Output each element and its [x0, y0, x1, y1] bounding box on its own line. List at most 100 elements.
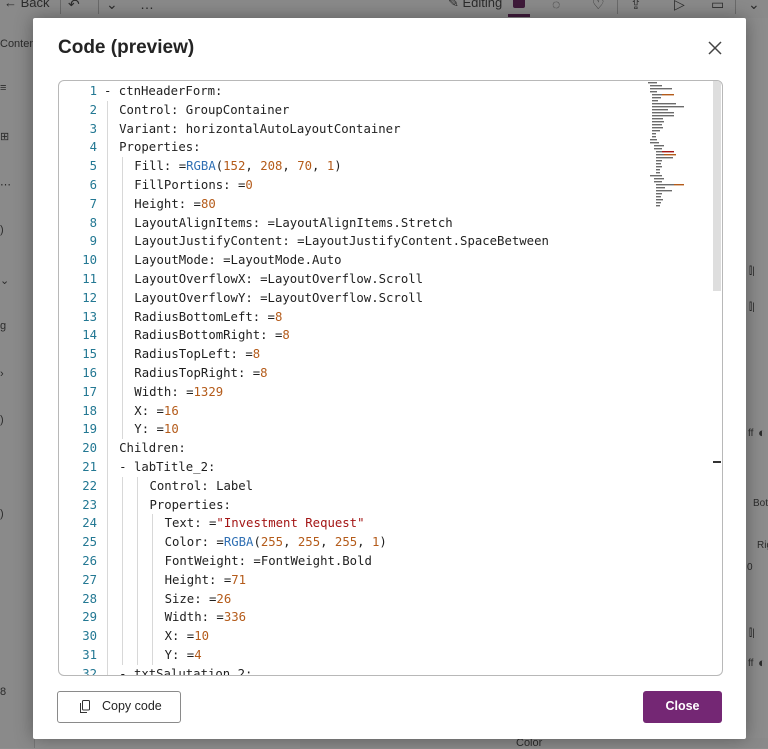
save-icon[interactable]: ▭	[711, 0, 725, 12]
indent-guide	[107, 551, 108, 571]
toggle-label: ff	[748, 428, 754, 439]
indent-guide	[122, 589, 124, 609]
copy-code-button[interactable]: Copy code	[57, 691, 181, 723]
undo-icon[interactable]: ↶	[68, 0, 80, 12]
property-label: Rig	[757, 540, 768, 551]
code-token: FillPortions: =	[134, 177, 246, 192]
line-number: 17	[82, 384, 97, 399]
back-label: Back	[20, 0, 50, 10]
indent-guide	[107, 645, 108, 665]
scroll-position-marker	[713, 461, 721, 463]
code-text: Fill: =RGBA(152, 208, 70, 1)	[134, 157, 341, 176]
align-icon[interactable]: ⫿|	[749, 266, 755, 277]
indent-guide	[107, 175, 108, 195]
toolbar-divider	[735, 0, 736, 14]
code-token: LayoutOverflowX: =LayoutOverflow.Scroll	[134, 271, 424, 286]
health-icon[interactable]: ♡	[592, 0, 605, 12]
code-text: X: =16	[134, 402, 178, 421]
code-token: )	[379, 535, 387, 550]
code-token: Control: GroupContainer	[119, 102, 290, 117]
code-token: ,	[357, 535, 372, 550]
code-text: - ctnHeaderForm:	[104, 82, 222, 101]
code-token: Size: =	[164, 591, 217, 606]
indent-guide	[107, 608, 108, 628]
chevron-down-icon[interactable]: ⌄	[748, 0, 760, 12]
indent-guide	[122, 345, 124, 364]
code-token: 71	[231, 572, 247, 587]
play-icon[interactable]: ▷	[674, 0, 685, 12]
code-token: LayoutMode: =LayoutMode.Auto	[134, 253, 342, 268]
indent-guide	[107, 401, 108, 421]
code-token: 1329	[193, 384, 224, 399]
indent-guide	[107, 307, 108, 327]
copy-icon	[80, 700, 90, 713]
code-token: 1	[326, 159, 335, 174]
align-icon[interactable]: ⫿|	[749, 628, 755, 639]
indent-guide	[122, 194, 124, 214]
code-text: Control: GroupContainer	[119, 101, 289, 120]
content-tab[interactable]: Conten	[0, 38, 36, 50]
comment-icon[interactable]: ◌	[552, 0, 561, 12]
indent-guide	[137, 645, 139, 665]
settings-icon[interactable]: )	[0, 414, 4, 426]
code-token: X: =	[134, 403, 164, 418]
indent-guide	[107, 589, 108, 609]
more-icon[interactable]: …	[140, 0, 154, 12]
code-token: Color: =	[164, 535, 224, 550]
dialog-title: Code (preview)	[58, 37, 195, 58]
close-icon[interactable]	[705, 38, 725, 58]
code-text: Width: =336	[165, 608, 246, 627]
close-button-label: Close	[665, 699, 700, 713]
indent-guide	[137, 627, 139, 646]
code-text: Size: =26	[165, 590, 232, 609]
line-number: 26	[82, 553, 97, 568]
share-icon[interactable]: ⇪	[630, 0, 642, 12]
media-icon[interactable]: )	[0, 224, 4, 236]
indent-guide	[122, 363, 124, 383]
back-button[interactable]: ← Back	[4, 0, 50, 10]
chevron-down-icon[interactable]: ⌄	[106, 0, 118, 12]
indent-guide	[137, 570, 139, 590]
variables-icon[interactable]: ⌄	[0, 275, 10, 287]
code-token: ,	[320, 535, 335, 550]
copy-code-label: Copy code	[102, 699, 162, 713]
editing-status[interactable]: ✎ Editing	[448, 0, 502, 11]
toggle-switch[interactable]: ◐	[758, 425, 766, 440]
code-token: 8	[274, 309, 283, 324]
line-number: 28	[82, 591, 97, 606]
power-automate-icon[interactable]: g	[0, 320, 7, 332]
code-text: Control: Label	[149, 477, 253, 496]
toggle-switch[interactable]: ◐	[758, 655, 766, 670]
align-icon[interactable]: ⫿|	[749, 302, 755, 313]
code-token: 70	[297, 159, 313, 174]
data-icon[interactable]: ⋯	[0, 179, 11, 191]
property-value[interactable]: 0	[747, 562, 753, 573]
page-icon[interactable]	[513, 0, 525, 8]
help-icon[interactable]: )	[0, 508, 4, 520]
indent-guide	[137, 589, 139, 609]
code-token: LayoutJustifyContent: =LayoutJustifyCont…	[134, 234, 549, 249]
code-token: Width: =	[134, 384, 194, 399]
advanced-tools-icon[interactable]: ›	[0, 368, 4, 380]
indent-guide	[107, 457, 108, 477]
minimap[interactable]	[646, 81, 712, 211]
indent-guide	[152, 514, 154, 534]
close-button[interactable]: Close	[643, 691, 722, 723]
code-token: FontWeight: =FontWeight.Bold	[164, 553, 372, 568]
code-text: Color: =RGBA(255, 255, 255, 1)	[165, 533, 387, 552]
vertical-scrollbar-thumb[interactable]	[713, 81, 721, 291]
code-token: Children:	[119, 441, 186, 456]
code-token: - ctnHeaderForm:	[104, 84, 223, 98]
version-icon[interactable]: 8	[0, 686, 7, 698]
insert-icon[interactable]: ⊞	[0, 131, 10, 143]
indent-guide	[107, 194, 108, 214]
tree-view-icon[interactable]: ≡	[0, 82, 7, 94]
